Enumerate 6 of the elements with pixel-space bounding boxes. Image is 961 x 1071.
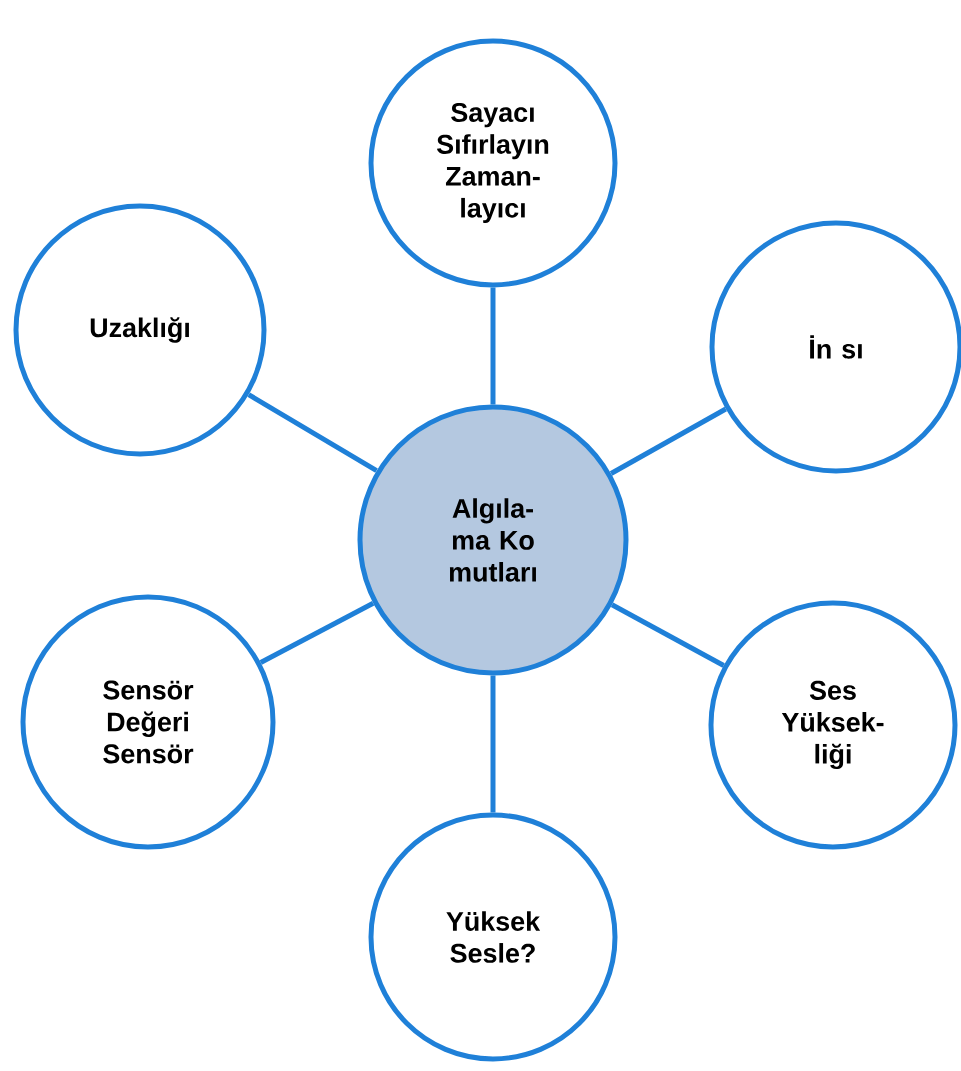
connector-line [490,287,496,405]
connector-line [490,675,496,813]
connector-line [259,601,375,665]
connector-line [609,406,727,476]
connector-line [610,602,725,668]
connector-line [247,392,378,473]
